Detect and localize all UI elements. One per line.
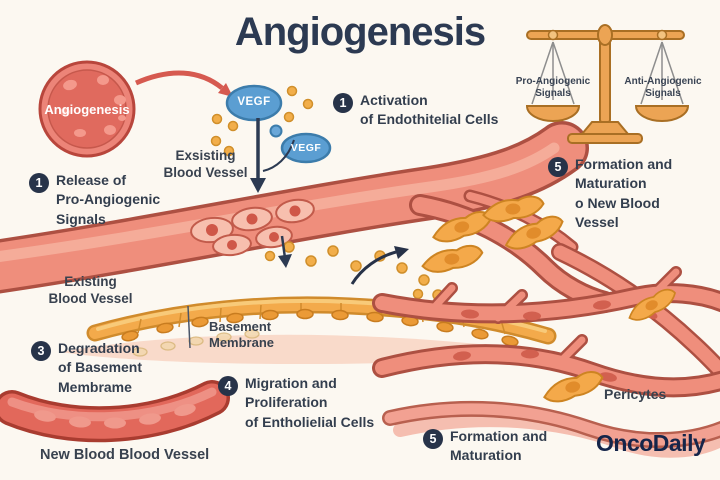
pro-angiogenic-signals-label: Pro-Angiogenic Signals <box>515 76 591 99</box>
step-formation-right-text: Formation and Maturation o New Blood Ves… <box>575 156 673 230</box>
pericyte-cells <box>543 288 676 403</box>
endothelial-cells-in-vessel <box>190 198 315 257</box>
migration-arrow-icon <box>350 246 409 285</box>
existing-vessel-left-label: Existing Blood Vessel <box>48 274 133 306</box>
new-vessel-network <box>372 243 720 458</box>
basement-membrane-leader-line <box>187 305 191 349</box>
balance-scale-icon <box>525 24 690 144</box>
vegf-label-2: VEGF <box>290 142 322 154</box>
vegf-down-arrow-icon <box>250 118 295 193</box>
step-badge-formation-bottom: 5 <box>423 429 443 449</box>
angiogenesis-cell-icon <box>38 60 136 158</box>
step-badge-activation: 1 <box>333 93 353 113</box>
existing-blood-vessel-illustration <box>0 121 589 294</box>
basement-membrane-label: Basement Membrane <box>209 319 275 351</box>
sprouting-arrow-icon <box>278 235 292 268</box>
vegf-label-1: VEGF <box>237 96 271 108</box>
oncodaily-logo: OncoDaily <box>596 430 706 456</box>
growth-signal-dots <box>264 241 444 301</box>
vegf-molecule-icons <box>225 84 332 164</box>
degraded-membrane-fragments <box>132 329 260 357</box>
step-badge-degradation: 3 <box>31 341 51 361</box>
page-title: Angiogenesis <box>234 10 486 54</box>
step-degradation-text: Degradation of Basement Membrame <box>58 340 143 395</box>
step-activation-text: Activation of Endothitelial Cells <box>360 92 499 128</box>
step-badge-release: 1 <box>29 173 49 193</box>
existing-vessel-top-label: Exsisting Blood Vessel <box>163 148 248 180</box>
angiogenesis-cell-label: Angiogenesis <box>44 102 130 117</box>
anti-angiogenic-signals-label: Anti-Angiogenic Signals <box>624 76 702 99</box>
step-release-text: Release of Pro-Angiogenic Signals <box>56 172 161 227</box>
step-badge-formation-right: 5 <box>548 157 568 177</box>
new-blood-vessel-illustration <box>0 380 230 443</box>
receptor-dot-icon <box>269 124 283 138</box>
migrating-endothelial-cells <box>421 195 564 273</box>
step-formation-bottom-text: Formation and Maturation <box>450 428 548 464</box>
release-arrow-icon <box>134 70 233 97</box>
vessel-branches <box>409 189 616 313</box>
step-badge-migration: 4 <box>218 376 238 396</box>
new-vessel-label: New Blood Blood Vessel <box>40 447 210 463</box>
step-migration-text: Migration and Proliferation of Entholiel… <box>245 375 375 430</box>
membrane-cell-row <box>121 308 519 347</box>
pericytes-label: Pericytes <box>604 386 667 402</box>
